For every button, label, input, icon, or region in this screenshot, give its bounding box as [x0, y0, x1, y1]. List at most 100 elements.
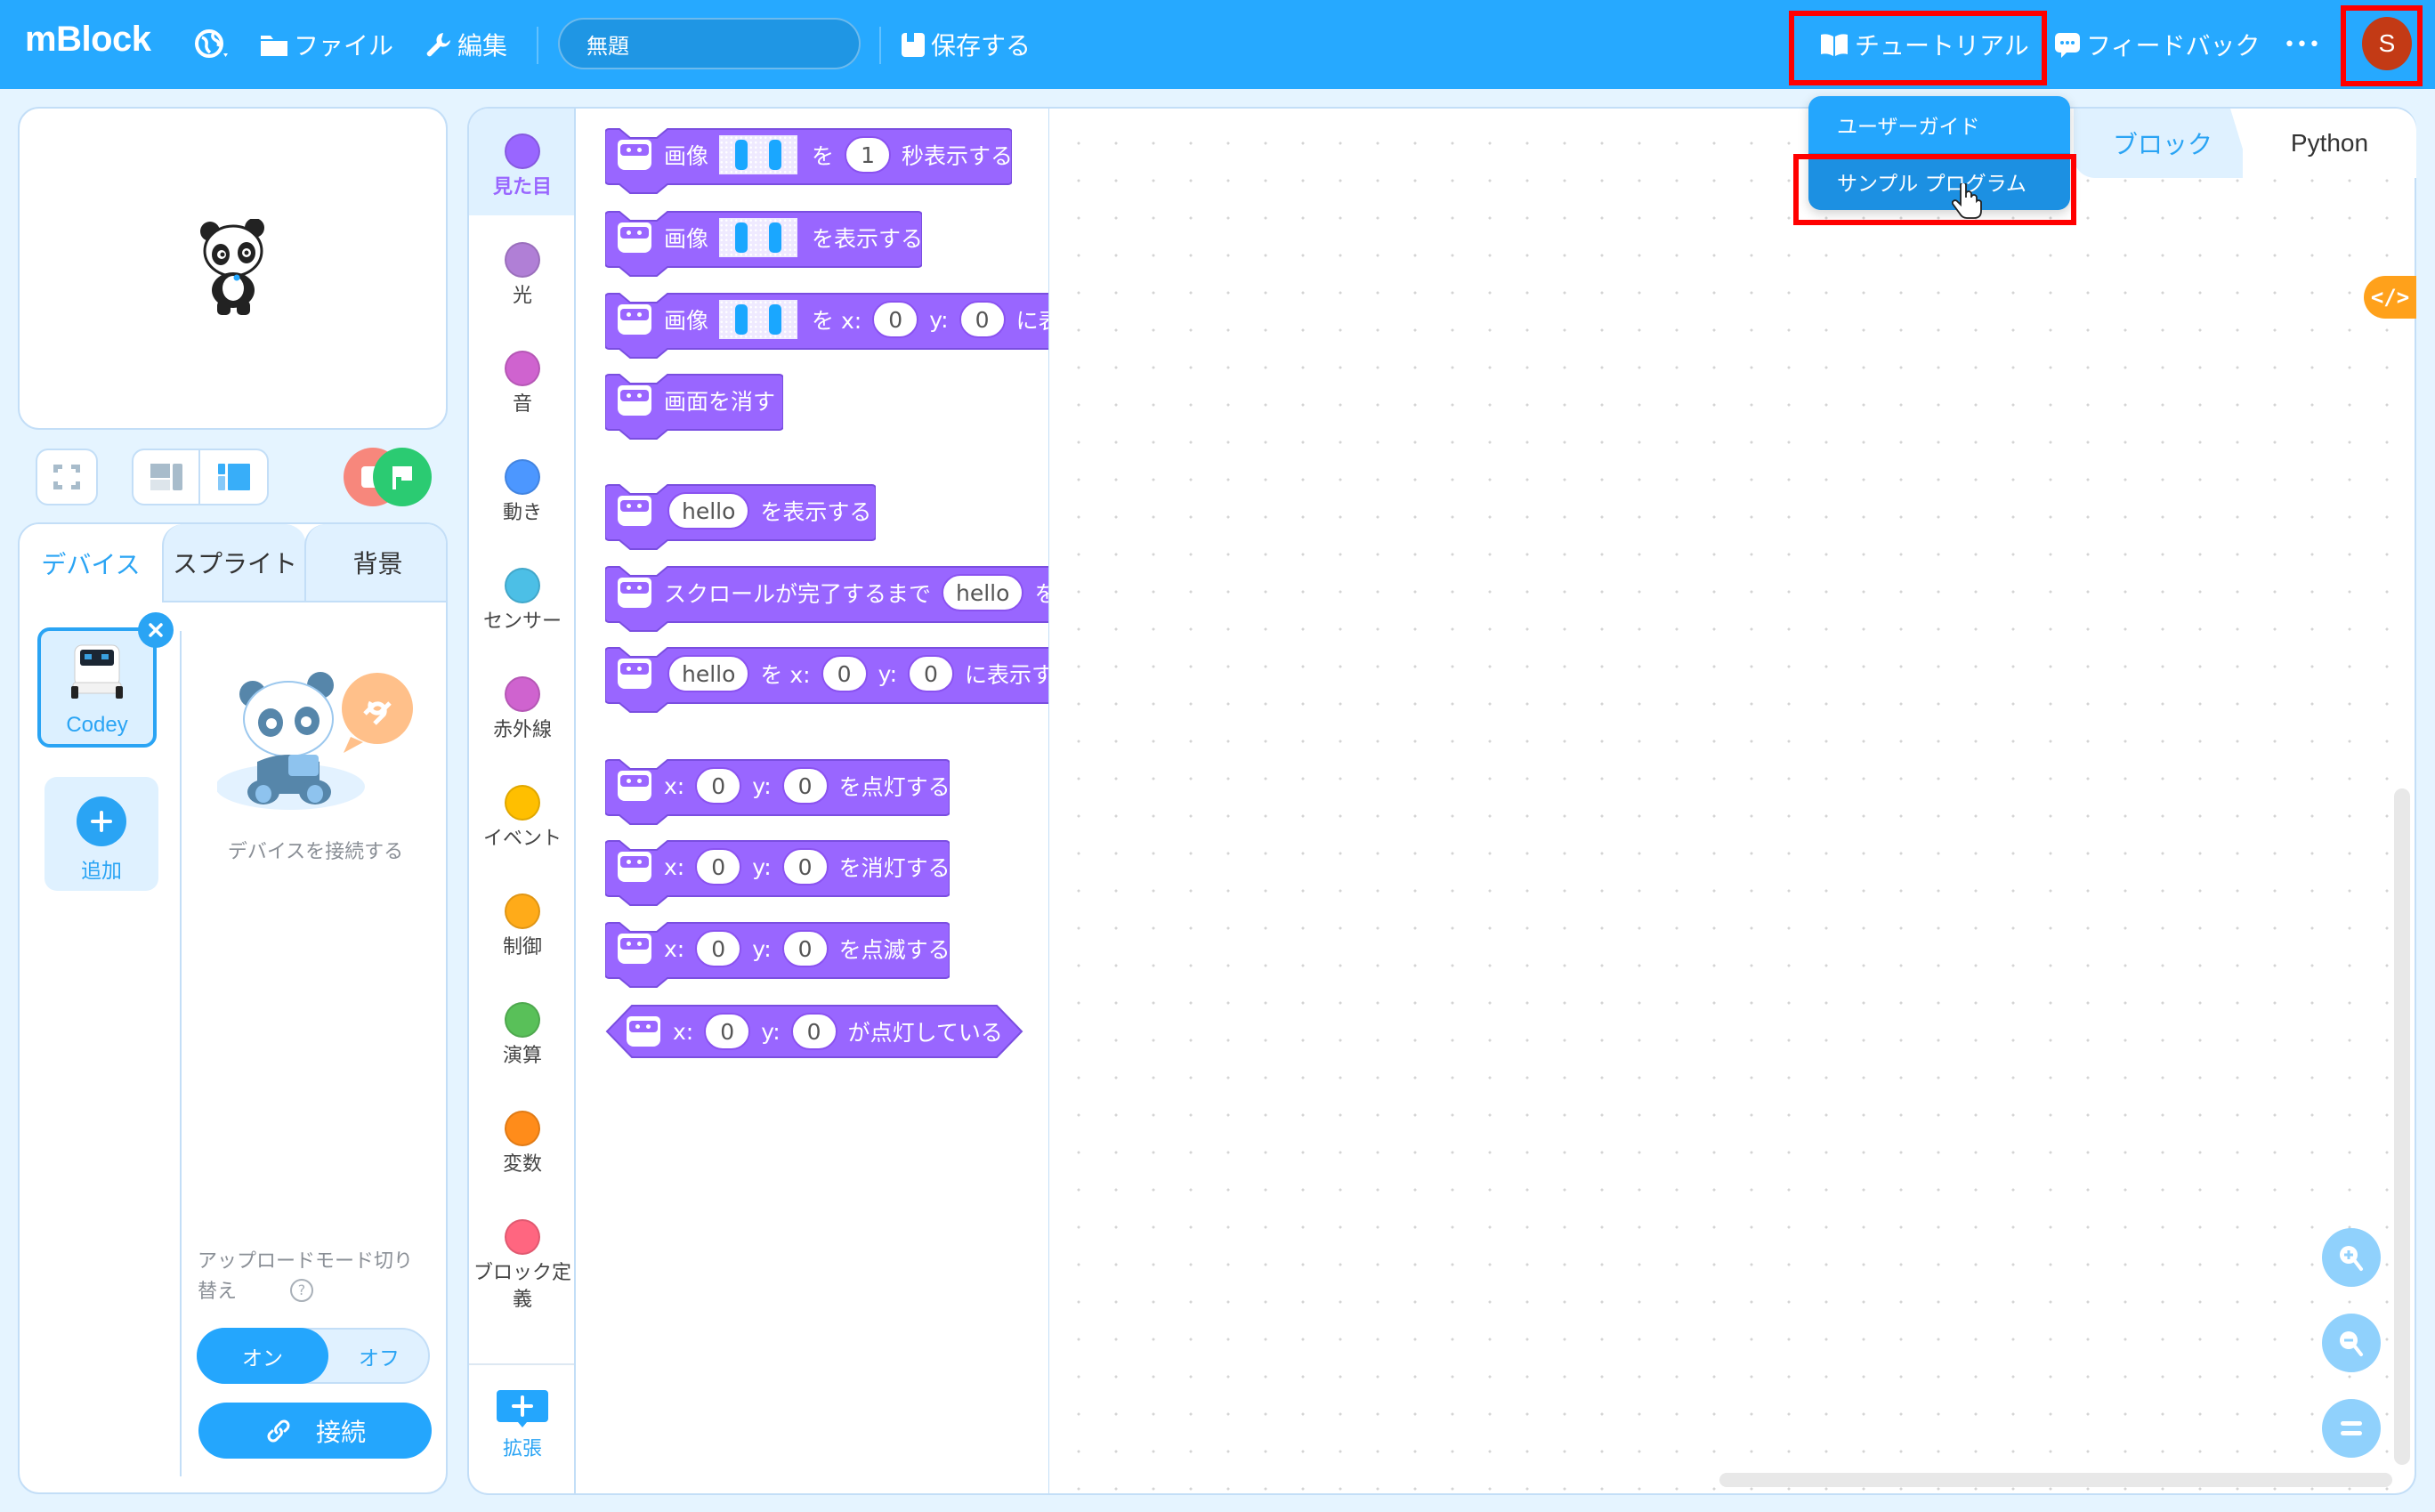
category-operators[interactable]: 演算: [469, 1002, 576, 1070]
feedback-button[interactable]: フィードバック: [2054, 27, 2260, 62]
category-motion[interactable]: 動き: [469, 459, 576, 527]
y-input[interactable]: 0: [781, 767, 829, 805]
tab-devices[interactable]: デバイス: [20, 524, 162, 602]
category-my-blocks[interactable]: ブロック定義: [469, 1219, 576, 1314]
x-input[interactable]: 0: [695, 767, 742, 805]
globe-icon: [195, 29, 228, 58]
upload-mode-off[interactable]: オフ: [359, 1346, 400, 1371]
language-button[interactable]: [194, 27, 237, 62]
vertical-scrollbar[interactable]: [2394, 788, 2410, 1465]
zoom-reset-button[interactable]: [2322, 1399, 2381, 1458]
code-toggle-button[interactable]: </>: [2364, 276, 2416, 319]
y-input[interactable]: 0: [781, 930, 829, 967]
menu-divider: [879, 27, 881, 64]
edit-menu[interactable]: 編集: [425, 27, 507, 62]
tab-python[interactable]: Python: [2243, 109, 2416, 178]
add-device-label: 追加: [81, 860, 122, 883]
y-input[interactable]: 0: [790, 1013, 837, 1050]
remove-device-button[interactable]: [138, 612, 174, 648]
category-infrared[interactable]: 赤外線: [469, 676, 576, 744]
zoom-out-button[interactable]: [2322, 1314, 2381, 1372]
menu-item-user-guide[interactable]: ユーザーガイド: [1837, 116, 1980, 139]
x-input[interactable]: 0: [872, 301, 919, 338]
led-matrix-picker[interactable]: [719, 135, 798, 174]
category-looks[interactable]: 見た目: [469, 133, 576, 201]
category-sensing[interactable]: センサー: [469, 568, 576, 635]
upload-mode-toggle: オン オフ: [197, 1328, 430, 1384]
codey-face-icon: [618, 496, 651, 526]
block-categories: 見た目 光 音 動き センサー 赤外線 イベント 制御 演算 変数 ブロック定義: [467, 107, 576, 1495]
menu-item-sample-programs[interactable]: サンプル プログラム: [1808, 153, 2070, 210]
block-show-image-at-xy[interactable]: 画像を x:0y:0に表示する: [605, 292, 1048, 359]
x-input[interactable]: 0: [704, 1013, 751, 1050]
wrench-icon: [426, 33, 450, 57]
x-input[interactable]: 0: [695, 848, 742, 885]
block-clear-screen[interactable]: 画面を消す: [605, 373, 783, 440]
more-menu-button[interactable]: •••: [2284, 33, 2321, 56]
led-matrix-picker[interactable]: [719, 300, 798, 339]
tutorial-menu[interactable]: チュートリアル: [1819, 27, 2029, 62]
block-show-image[interactable]: 画像を表示する: [605, 210, 923, 277]
seconds-input[interactable]: 1: [845, 136, 892, 174]
upload-mode-on[interactable]: オン: [197, 1328, 328, 1384]
panda-sprite[interactable]: [198, 219, 269, 317]
menu-divider: [537, 27, 538, 64]
horizontal-scrollbar[interactable]: [1719, 1473, 2392, 1487]
text-input[interactable]: hello: [667, 655, 750, 692]
text-input[interactable]: hello: [667, 492, 750, 530]
feedback-label: フィードバック: [2086, 31, 2261, 61]
device-sprite-panel: デバイス スプライト 背景 Codey 追加: [18, 522, 448, 1494]
go-button[interactable]: [373, 448, 432, 506]
tab-blocks[interactable]: ブロック: [2074, 109, 2252, 178]
y-input[interactable]: 0: [908, 655, 954, 692]
green-flag-icon: [392, 466, 412, 489]
code-mode-tabs: ブロック Python: [2074, 109, 2416, 178]
project-title-input[interactable]: [558, 18, 861, 69]
add-device-button[interactable]: 追加: [44, 777, 158, 891]
chat-bubble-icon: [2055, 33, 2080, 58]
control-dot-icon: [505, 893, 540, 929]
block-scroll-text-until-done[interactable]: スクロールが完了するまでhelloを表示する: [605, 565, 1048, 632]
x-input[interactable]: 0: [821, 655, 868, 692]
app-logo: mBlock: [25, 20, 151, 59]
category-light[interactable]: 光: [469, 242, 576, 310]
script-workspace[interactable]: [1048, 107, 2416, 1495]
category-control[interactable]: 制御: [469, 893, 576, 961]
zoom-in-icon: [2340, 1246, 2363, 1271]
category-variables[interactable]: 変数: [469, 1111, 576, 1178]
category-sound[interactable]: 音: [469, 351, 576, 418]
y-input[interactable]: 0: [959, 301, 1006, 338]
large-stage-button[interactable]: [200, 450, 267, 504]
tab-backdrops[interactable]: 背景: [304, 524, 446, 602]
codey-face-icon: [618, 852, 651, 882]
file-menu[interactable]: ファイル: [260, 27, 393, 62]
connect-label: 接続: [315, 1417, 366, 1447]
user-avatar[interactable]: S: [2362, 17, 2412, 70]
x-input[interactable]: 0: [695, 930, 742, 967]
extension-button[interactable]: 拡張: [469, 1390, 576, 1463]
motion-dot-icon: [505, 459, 540, 495]
device-card-codey[interactable]: Codey: [37, 627, 157, 748]
events-dot-icon: [505, 785, 540, 821]
tab-sprites[interactable]: スプライト: [162, 524, 306, 602]
small-stage-button[interactable]: [133, 450, 201, 504]
category-events[interactable]: イベント: [469, 785, 576, 853]
fullscreen-button[interactable]: [36, 449, 98, 505]
led-matrix-picker[interactable]: [719, 218, 798, 257]
connect-button[interactable]: 接続: [198, 1403, 432, 1459]
help-icon[interactable]: ?: [290, 1279, 313, 1302]
save-button[interactable]: 保存する: [901, 27, 1031, 62]
link-icon: [267, 1419, 290, 1442]
stage-canvas[interactable]: [18, 107, 448, 430]
y-input[interactable]: 0: [781, 848, 829, 885]
text-input[interactable]: hello: [942, 574, 1024, 611]
save-label: 保存する: [931, 31, 1031, 61]
zoom-in-button[interactable]: [2322, 1228, 2381, 1287]
